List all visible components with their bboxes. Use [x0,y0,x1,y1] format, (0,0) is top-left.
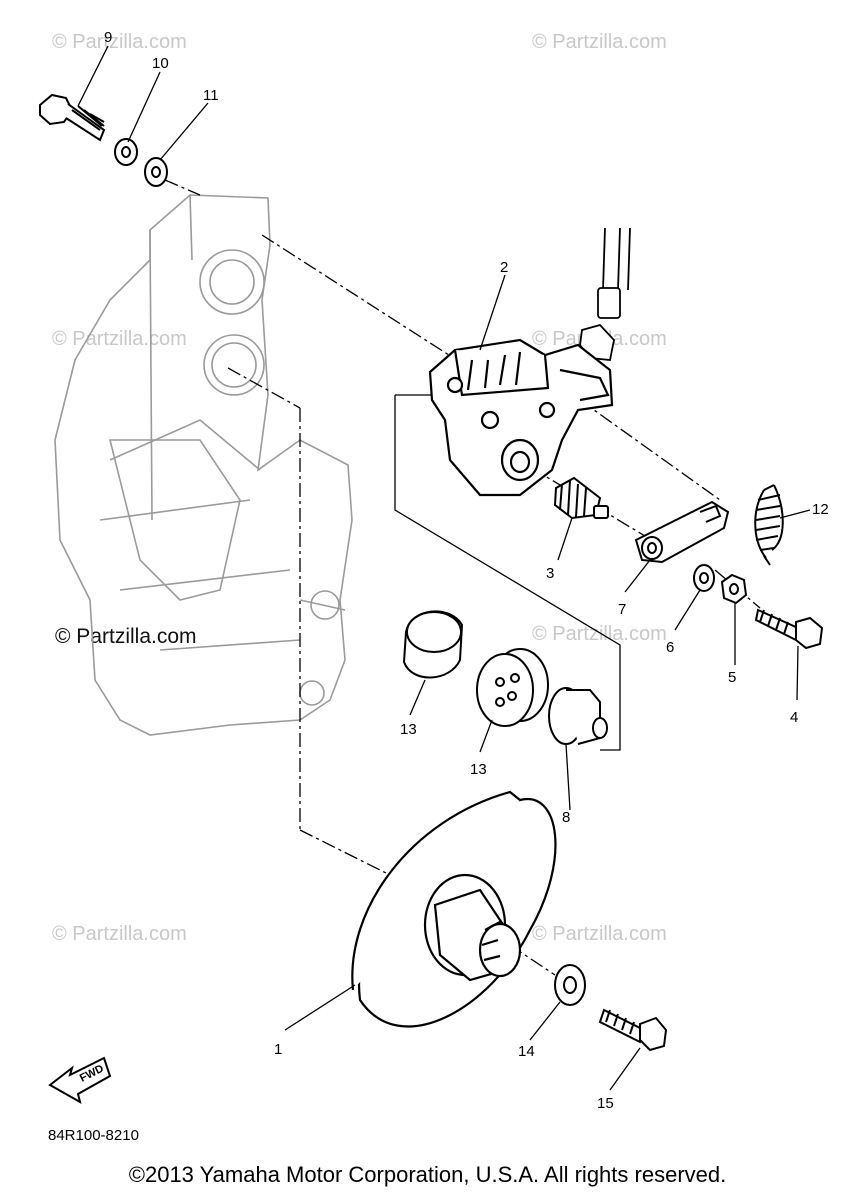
watermark: © Partzilla.com [52,923,187,945]
throttle-cable [579,227,631,361]
piston-8 [548,687,608,745]
washer-14 [554,964,586,1006]
callout-3: 3 [546,565,554,582]
pad-13-upper [402,610,464,679]
pad-13-lower [476,648,549,727]
washer-11 [144,157,168,187]
bolt-15 [598,1008,668,1052]
diagram-code: 84R100-8210 [48,1127,139,1144]
callout-4: 4 [790,709,798,726]
watermark: © Partzilla.com [532,923,667,945]
watermark: © Partzilla.com [532,31,667,53]
callout-5: 5 [728,669,736,686]
callout-9: 9 [104,29,112,46]
callout-leaders [77,45,811,1091]
callout-labels: 9 10 11 2 3 4 5 6 7 12 13 13 8 1 14 15 [104,29,829,1112]
watermark-dark: © Partzilla.com [55,625,197,648]
watermark: © Partzilla.com [52,328,187,350]
callout-6: 6 [666,639,674,656]
callout-14: 14 [518,1043,535,1060]
callout-11: 11 [203,87,219,104]
callout-13-upper: 13 [400,721,417,738]
spring-12 [754,484,784,566]
bolt-4 [754,608,824,650]
callout-12: 12 [812,501,829,518]
lever-7 [634,500,730,564]
callout-2: 2 [500,259,508,276]
engine-case-outline [54,194,353,736]
lock-washer-10 [114,138,138,166]
bolt-9 [39,93,106,142]
caliper-housing-2 [428,338,614,497]
callout-1: 1 [274,1041,282,1058]
callout-15: 15 [597,1095,614,1112]
adjuster-3 [553,476,609,520]
copyright-notice: ©2013 Yamaha Motor Corporation, U.S.A. A… [128,1162,727,1187]
callout-13-lower: 13 [470,761,487,778]
watermark: © Partzilla.com [52,31,187,53]
brake-disc-1 [351,790,557,1028]
callout-7: 7 [618,601,626,618]
callout-10: 10 [152,55,169,72]
fwd-arrow-icon: FWD [48,1056,112,1105]
callout-8: 8 [562,809,570,826]
watermark: © Partzilla.com [532,623,667,645]
washer-6 [693,564,715,592]
nut-5 [720,573,748,605]
